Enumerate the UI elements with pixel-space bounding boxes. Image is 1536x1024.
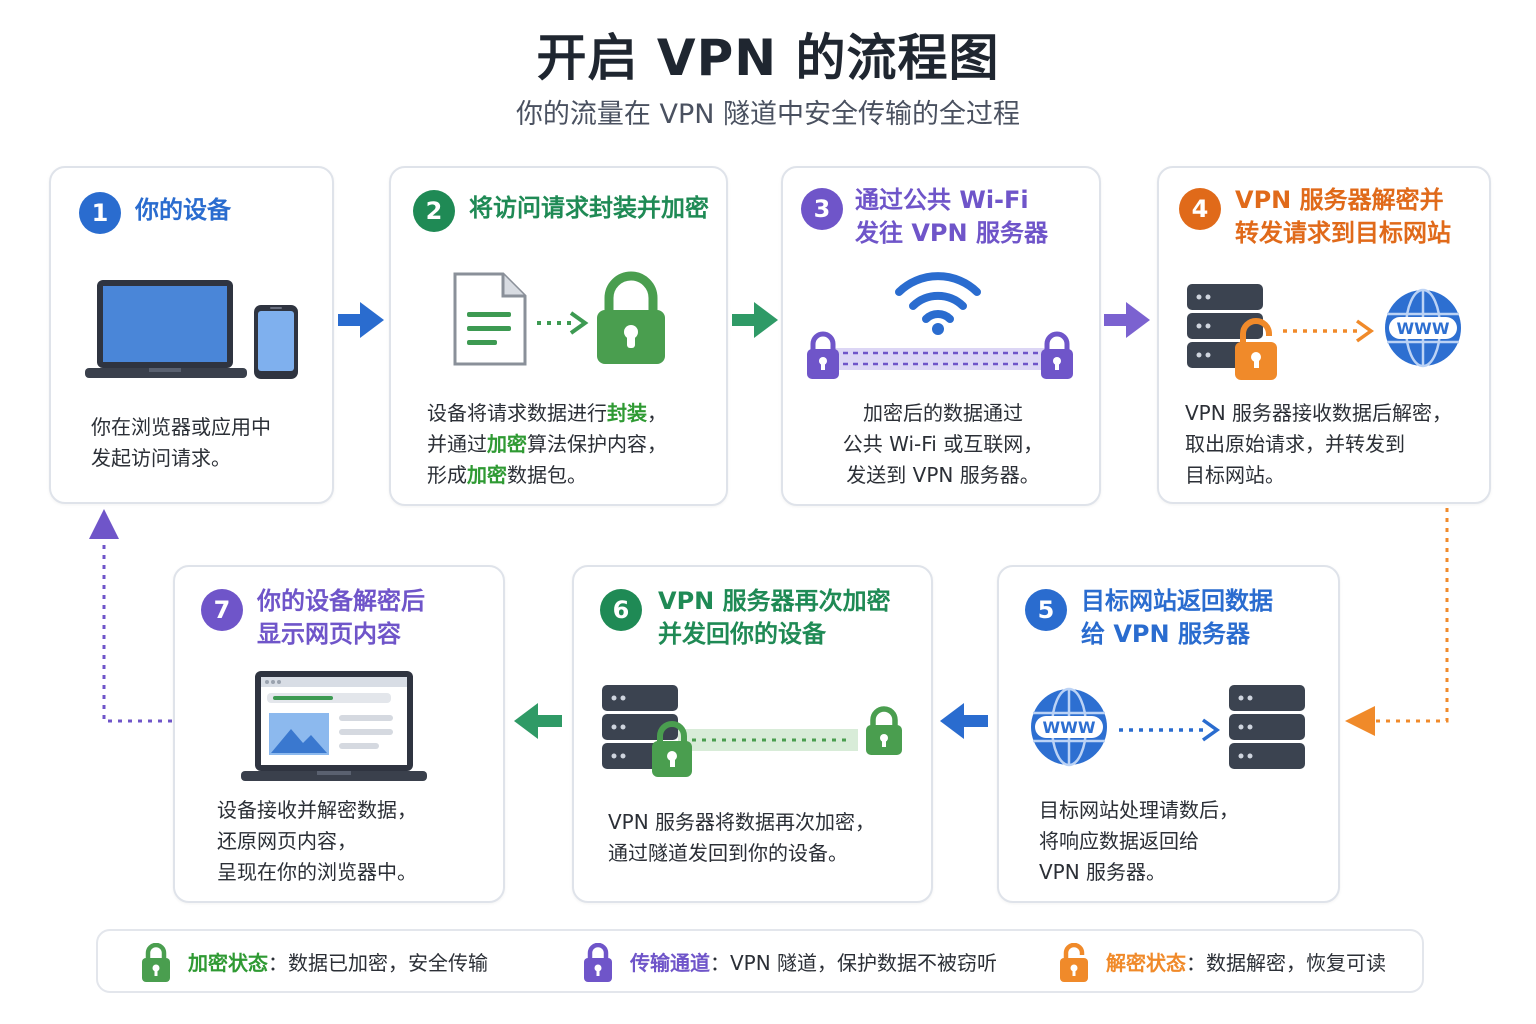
tunnel-icon [678,729,858,751]
dotted-arrow-icon [1283,319,1375,343]
unlock-icon [1060,943,1088,982]
step-title: 你的设备解密后 显示网页内容 [257,587,425,648]
globe-icon: WWW [1385,288,1461,368]
arrow-4-to-5 [1345,508,1449,736]
document-icon [453,272,527,366]
step-title: VPN 服务器解密并 转发请求到目标网站 [1235,186,1451,247]
step-title: VPN 服务器再次加密 并发回你的设备 [658,587,891,648]
globe-icon: WWW [1031,687,1107,767]
lock-icon [1041,331,1073,379]
step-card-3: 3 通过公共 Wi-Fi 发往 VPN 服务器 加密后的数据通过 公共 Wi-F… [781,166,1101,506]
page-title: 开启 VPN 的流程图 [536,29,1000,87]
legend: 加密状态：数据已加密，安全传输 传输通道：VPN 隧道，保护数据不被窃听 解密状… [96,929,1424,993]
step-number-badge: 1 [79,192,121,234]
globe-label: WWW [1043,718,1096,737]
step-title: 你的设备 [135,196,231,224]
step-title: 目标网站返回数据 给 VPN 服务器 [1081,587,1273,648]
step-description: VPN 服务器接收数据后解密， 取出原始请求，并转发到 目标网站。 [1185,401,1453,487]
legend-desc: ：数据已加密，安全传输 [268,951,488,975]
lock-icon [652,721,692,777]
desc-line-2: 并通过加密算法保护内容， [427,432,667,456]
laptop-webpage-icon [241,671,427,781]
step-number-badge: 5 [1025,589,1067,631]
wifi-icon [895,272,981,335]
step-number-badge: 7 [201,589,243,631]
legend-name: 加密状态 [188,951,268,975]
lock-icon [807,331,839,379]
arrow-2-to-3 [732,302,778,338]
step-card-7: 7 你的设备解密后 显示网页内容 设备接收并解密数据， 还原网页内容， 呈现在你… [173,565,505,903]
legend-desc: ：数据解密，恢复可读 [1186,951,1386,975]
step-description: 目标网站处理请数后， 将响应数据返回给 VPN 服务器。 [1039,798,1239,884]
step-title: 通过公共 Wi-Fi 发往 VPN 服务器 [855,186,1048,247]
step-title: 将访问请求封装并加密 [469,194,709,222]
laptop-icon [85,280,247,378]
arrow-7-to-1 [89,509,172,723]
lock-icon [866,706,902,755]
arrow-6-to-7 [514,703,562,739]
step-description: 设备接收并解密数据， 还原网页内容， 呈现在你的浏览器中。 [217,798,417,884]
tunnel-icon [807,331,1073,379]
step-number-badge: 2 [413,190,455,232]
step-number-badge: 6 [600,589,642,631]
step-number-badge: 3 [801,188,843,230]
step-description: 你在浏览器或应用中 发起访问请求。 [91,415,271,470]
legend-name: 传输通道 [630,951,710,975]
step-description: VPN 服务器将数据再次加密， 通过隧道发回到你的设备。 [608,810,876,865]
legend-name: 解密状态 [1106,951,1186,975]
unlock-icon [1235,318,1277,380]
desc-line-3: 形成加密数据包。 [427,463,587,487]
desc-line-1: 设备将请求数据进行封装， [427,401,667,425]
dotted-arrow-icon [1119,718,1221,742]
step-card-1: 1 你的设备 你在浏览器或应用中 发起访问请求。 [49,166,334,504]
lock-icon [597,271,665,364]
lock-icon [584,943,612,982]
step-card-6: 6 VPN 服务器再次加密 并发回你的设备 VPN 服务器将数据再次加密， 通过… [572,565,933,903]
arrow-3-to-4 [1104,302,1150,338]
step-card-4: 4 VPN 服务器解密并 转发请求到目标网站 WWW VPN 服务器接收数据后解… [1157,166,1491,504]
step-number-badge: 4 [1179,188,1221,230]
dotted-arrow-icon [537,311,589,335]
legend-desc: ：VPN 隧道，保护数据不被窃听 [710,951,998,975]
phone-icon [254,305,298,379]
step-card-2: 2 将访问请求封装并加密 设备将请求数据进行封装， 并通过加密算法保护内容， 形… [389,166,728,506]
step-description: 加密后的数据通过 公共 Wi-Fi 或互联网， 发送到 VPN 服务器。 [842,401,1044,487]
server-icon [1229,685,1305,769]
step-card-5: 5 目标网站返回数据 给 VPN 服务器 WWW 目标网站处理请数后， 将响应数… [997,565,1340,903]
arrow-1-to-2 [338,302,384,338]
arrow-5-to-6 [940,703,988,739]
step-description: 设备将请求数据进行封装， 并通过加密算法保护内容， 形成加密数据包。 [427,398,667,491]
lock-icon [142,943,170,982]
globe-label: WWW [1397,319,1450,338]
page-subtitle: 你的流量在 VPN 隧道中安全传输的全过程 [515,99,1021,130]
